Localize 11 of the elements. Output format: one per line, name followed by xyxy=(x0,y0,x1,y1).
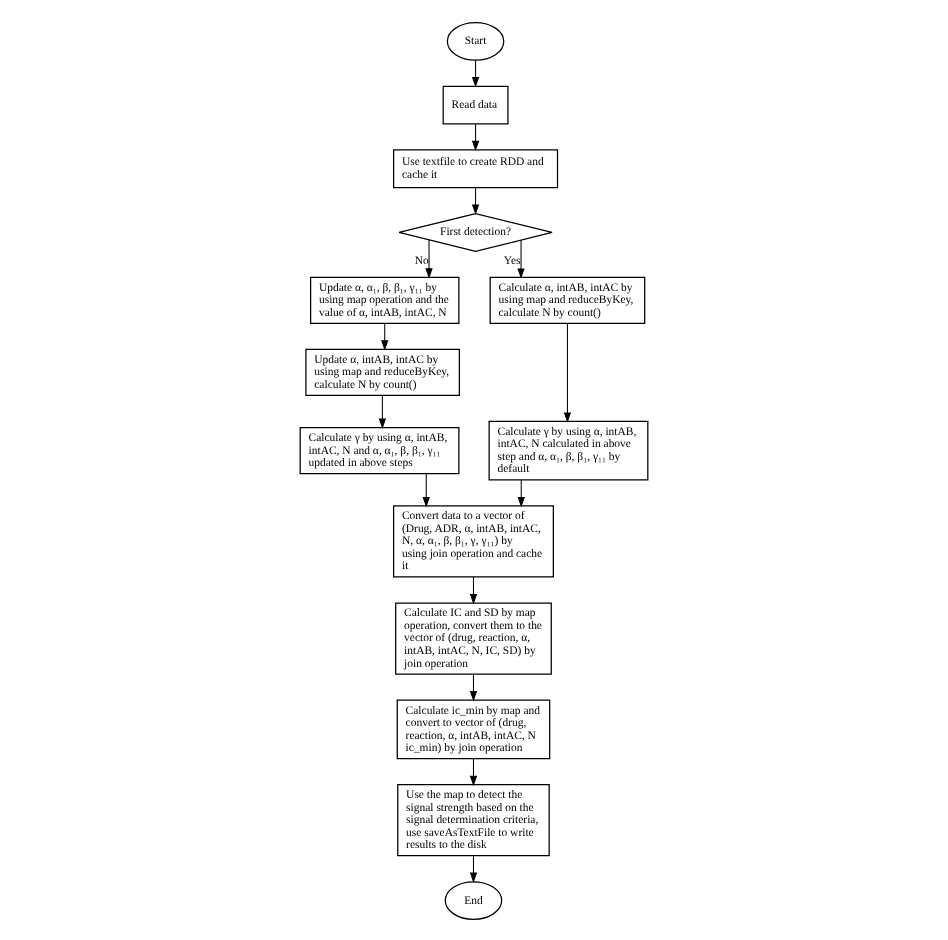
arrow xyxy=(471,122,480,151)
arrow xyxy=(517,238,525,278)
arrow xyxy=(469,672,478,701)
arrow xyxy=(517,478,525,507)
arrow xyxy=(422,472,430,507)
arrow xyxy=(469,575,478,604)
arrow xyxy=(469,757,478,786)
arrow xyxy=(378,393,387,429)
arrow xyxy=(563,321,572,422)
arrow xyxy=(381,321,389,350)
arrow xyxy=(425,238,433,278)
